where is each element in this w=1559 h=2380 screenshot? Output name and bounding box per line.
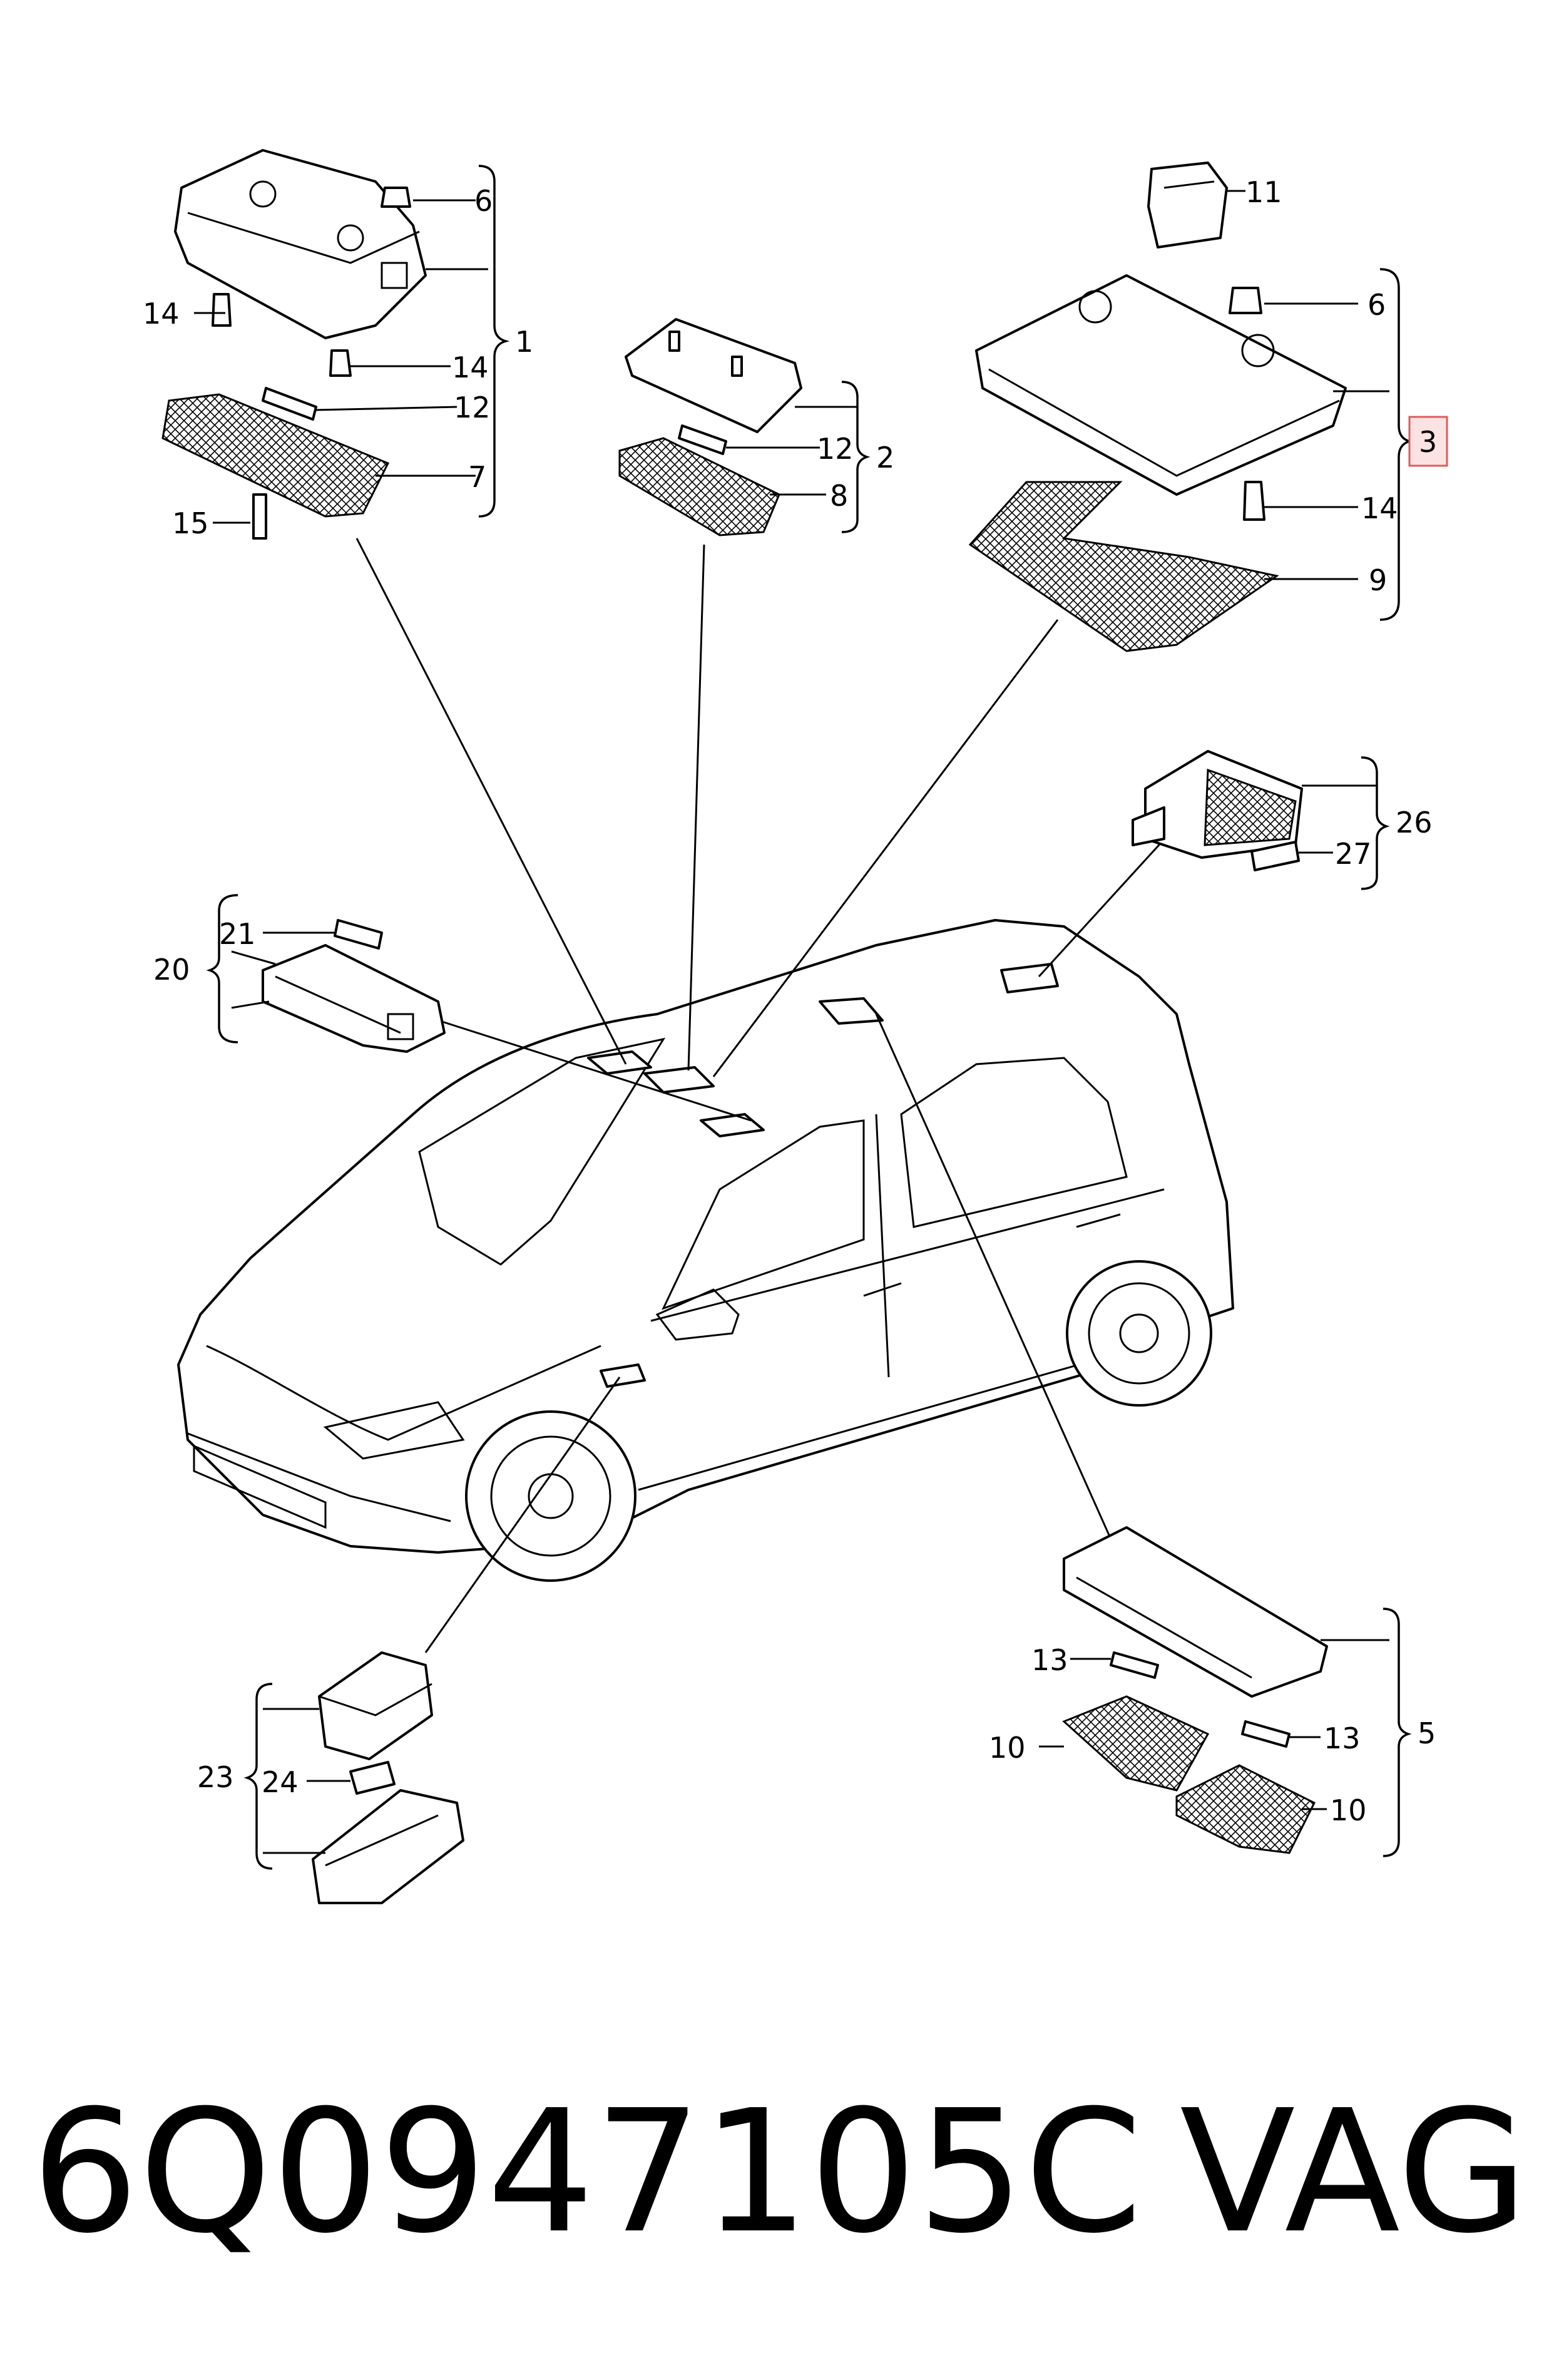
- callout-12: 12: [817, 432, 854, 466]
- lens-9: [968, 481, 1279, 652]
- callout-14: 14: [1361, 491, 1398, 525]
- callout-21: 21: [219, 917, 256, 951]
- lamp-module-23: [318, 1651, 433, 1760]
- callout-23: 23: [197, 1760, 234, 1794]
- brand-label: VAG: [1180, 2073, 1528, 2270]
- callout-7: 7: [468, 460, 486, 494]
- festoon-bulb-12b: [678, 424, 727, 455]
- callout-27: 27: [1335, 837, 1372, 871]
- bulb-27: [1250, 841, 1300, 871]
- callout-13: 13: [1324, 1721, 1361, 1755]
- bulb-14-right: [329, 349, 352, 377]
- callout-20: 20: [153, 953, 190, 987]
- callout-26: 26: [1396, 806, 1433, 839]
- callout-14: 14: [143, 297, 180, 331]
- callout-1: 1: [515, 325, 533, 359]
- leader-lines: [355, 538, 1172, 1653]
- lens-10a: [1062, 1695, 1210, 1792]
- lens-10b: [1175, 1764, 1316, 1854]
- callout-6: 6: [474, 184, 493, 218]
- bulb-14-left: [212, 293, 232, 327]
- bulb-21: [334, 919, 383, 950]
- festoon-bulb-13b: [1241, 1720, 1291, 1748]
- callout-12: 12: [454, 391, 491, 424]
- callout-15: 15: [172, 506, 209, 540]
- bolt-6-right: [1229, 287, 1262, 314]
- lamp-housing-2: [625, 318, 802, 433]
- callout-9: 9: [1369, 563, 1387, 597]
- callout-10: 10: [989, 1731, 1026, 1765]
- bulb-14-right-group: [1243, 481, 1265, 521]
- callout-24: 24: [262, 1765, 299, 1799]
- footer: 6Q0947105C VAG: [31, 2078, 1546, 2266]
- part-group-23: [243, 1651, 464, 1904]
- switch-11: [1147, 162, 1228, 249]
- roof-console-housing-3: [975, 274, 1347, 496]
- callout-10: 10: [1330, 1793, 1367, 1827]
- callout-2: 2: [876, 441, 894, 474]
- festoon-bulb-12: [262, 387, 317, 421]
- part-group-3: [968, 162, 1448, 652]
- trunk-lamp-23: [312, 1789, 464, 1904]
- callout-8: 8: [830, 479, 848, 513]
- callout-14: 14: [452, 351, 489, 384]
- bolt-6-top-left: [381, 187, 411, 208]
- rear-lamp-5: [1063, 1526, 1328, 1698]
- callout-13: 13: [1031, 1643, 1068, 1677]
- bulb-24: [349, 1761, 396, 1795]
- highlight-box-3: [1408, 416, 1448, 467]
- lens-8: [618, 437, 780, 536]
- callout-11: 11: [1245, 175, 1282, 209]
- callout-5: 5: [1418, 1716, 1436, 1750]
- part-group-20: [206, 894, 446, 1053]
- callout-6: 6: [1367, 288, 1386, 322]
- screw-15: [252, 493, 267, 540]
- part-group-5: [1039, 1526, 1412, 1857]
- car-illustration: [177, 919, 1234, 1582]
- door-lamp-20: [262, 944, 446, 1053]
- callout-labels: 6 14 14 12 7 15 1 12 8 2 11 6 3 14 9 26 …: [143, 175, 1437, 1827]
- part-group-1: [161, 149, 510, 540]
- roof-console-housing: [174, 149, 427, 339]
- lens-7: [161, 393, 390, 518]
- part-group-2: [618, 318, 871, 536]
- callout-3: 3: [1419, 425, 1437, 459]
- part-group-26: [1132, 750, 1390, 890]
- part-number: 6Q0947105C: [31, 2073, 1143, 2270]
- festoon-bulb-13a: [1110, 1651, 1159, 1679]
